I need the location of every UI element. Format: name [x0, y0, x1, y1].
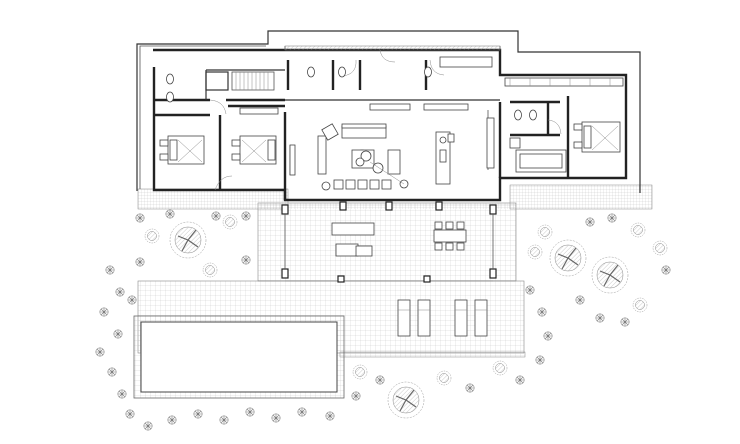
kitchen-counter-icon	[435, 131, 455, 185]
sun-lounger-icon	[397, 299, 488, 337]
bed-icon	[573, 121, 621, 153]
sofa-icon	[317, 123, 409, 191]
sofa-icon	[331, 222, 375, 257]
bed-icon	[231, 135, 277, 165]
house-walls	[136, 30, 641, 283]
swimming-pool	[133, 315, 345, 399]
bathtub-icon	[509, 137, 567, 173]
toilet-icon	[166, 66, 537, 121]
bed-icon	[159, 135, 205, 165]
dining-table-icon	[433, 221, 467, 251]
